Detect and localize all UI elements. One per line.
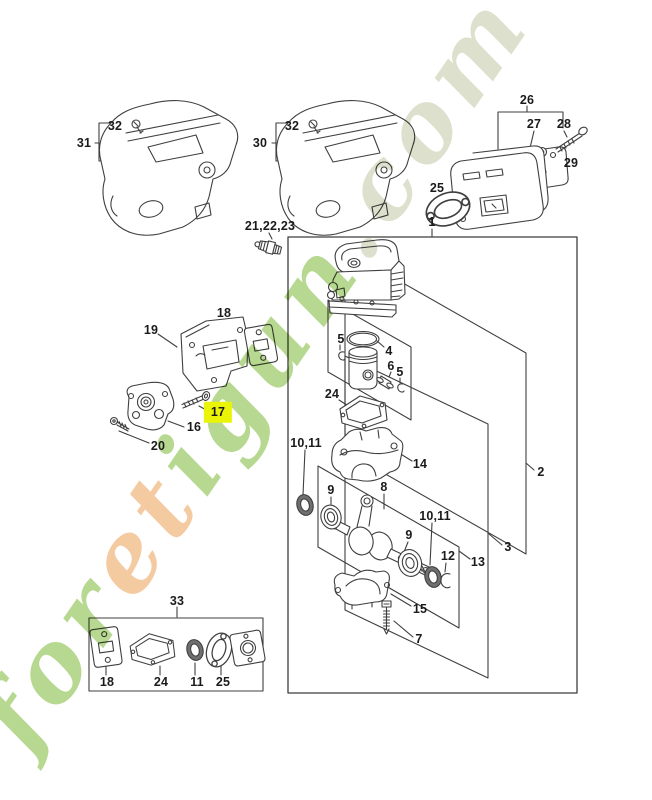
- part-label-9-right: 9: [405, 527, 413, 542]
- crankcase-screw-7: [381, 600, 392, 635]
- part-label-10-11-right: 10,11: [419, 508, 451, 523]
- wrist-pin-6: [376, 375, 394, 390]
- bracket-16: [126, 381, 175, 431]
- screw-20: [109, 416, 130, 432]
- part-label-1: 1: [428, 214, 436, 229]
- circlip-5-upper: [338, 351, 346, 361]
- part-label-31: 31: [76, 135, 92, 150]
- part-label-8: 8: [380, 479, 388, 494]
- crankcase-half-15: [333, 569, 391, 610]
- cylinder-gasket-24: [339, 395, 388, 430]
- cylinder-assembly: [326, 239, 406, 318]
- part-label-13: 13: [470, 554, 486, 569]
- part-label-19: 19: [143, 322, 159, 337]
- part-label-18-top: 18: [216, 305, 232, 320]
- part-label-30: 30: [252, 135, 268, 150]
- crankcase-half-14: [331, 427, 404, 482]
- muffler-screw-28: [555, 126, 588, 153]
- snap-ring-12: [440, 573, 451, 589]
- part-label-27: 27: [526, 116, 542, 131]
- part-label-3: 3: [504, 539, 512, 554]
- heat-shield-19: [180, 316, 249, 392]
- part-label-4: 4: [385, 343, 393, 358]
- part-label-25-muffler: 25: [429, 180, 445, 195]
- kit-gasket-18: [88, 625, 124, 669]
- part-label-20: 20: [150, 438, 166, 453]
- part-label-14: 14: [412, 456, 428, 471]
- part-label-25-kit: 25: [215, 674, 231, 689]
- part-label-7: 7: [415, 631, 423, 646]
- piston-ring-4: [346, 330, 380, 348]
- oil-seal-10-11-left: [294, 492, 316, 518]
- part-label-6: 6: [387, 358, 395, 373]
- bearing-9-right: [397, 549, 423, 577]
- part-label-11-kit: 11: [190, 674, 204, 689]
- leader-lines: [94, 105, 568, 676]
- part-label-2: 2: [537, 464, 545, 479]
- bearing-9-left: [320, 504, 342, 530]
- group-box-13: [317, 465, 460, 629]
- part-label-12: 12: [440, 548, 456, 563]
- muffler-gasket-18-top: [243, 323, 279, 367]
- muffler-25-26: [450, 145, 549, 230]
- part-label-10-11-left: 10,11: [290, 435, 322, 450]
- part-label-16: 16: [186, 419, 202, 434]
- part-label-32-left: 32: [107, 118, 123, 133]
- kit-spacer-25: [229, 629, 266, 667]
- piston-group-box: [327, 299, 412, 421]
- part-label-28: 28: [556, 116, 572, 131]
- kit-seal-11: [184, 637, 206, 663]
- part-label-17: 17: [203, 401, 233, 423]
- part-label-21-22-23: 21,22,23: [244, 218, 296, 233]
- part-label-18-kit: 18: [99, 674, 115, 689]
- part-label-32-right: 32: [284, 118, 300, 133]
- part-label-15: 15: [412, 601, 428, 616]
- circlip-5-lower: [397, 383, 405, 393]
- part-label-24-kit: 24: [153, 674, 169, 689]
- screw-17: [181, 391, 211, 409]
- part-label-9-left: 9: [327, 482, 335, 497]
- part-label-24-cylinder: 24: [324, 386, 340, 401]
- spark-plug: [254, 240, 283, 255]
- kit-gasket-24: [129, 633, 176, 666]
- piston-assembly: [348, 346, 378, 390]
- part-label-29: 29: [563, 155, 579, 170]
- part-label-5-lower: 5: [396, 364, 404, 379]
- part-label-33: 33: [169, 593, 185, 608]
- part-label-26: 26: [519, 92, 535, 107]
- part-label-5-upper: 5: [337, 331, 345, 346]
